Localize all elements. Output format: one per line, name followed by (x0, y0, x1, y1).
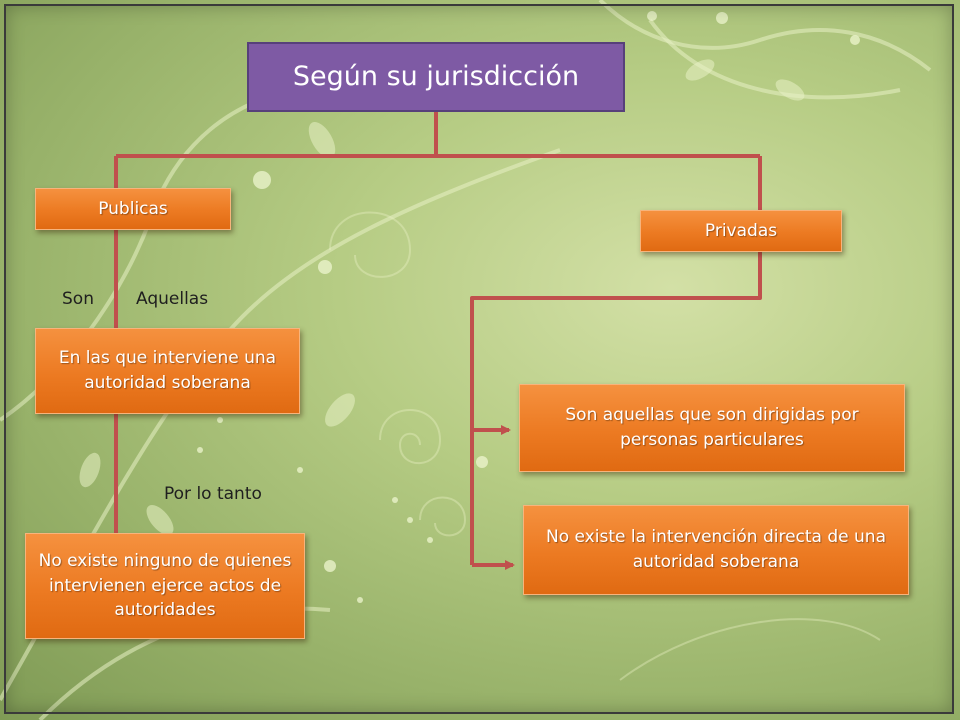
private-consequence-text: No existe la intervención directa de una… (546, 527, 886, 572)
title-text: Según su jurisdicción (292, 61, 580, 93)
public-definition-box: En las que interviene una autoridad sobe… (35, 328, 300, 414)
privadas-label: Privadas (704, 220, 778, 241)
public-consequence-text: No existe ninguno de quienes intervienen… (38, 551, 292, 621)
connector-label-aquellas: Aquellas (136, 289, 209, 309)
public-definition-text: En las que interviene una autoridad sobe… (58, 348, 277, 393)
privadas-box: Privadas (640, 210, 842, 252)
connector-label-son: Son (62, 289, 94, 309)
connector-label-por-lo-tanto: Por lo tanto (164, 484, 262, 504)
private-consequence-box: No existe la intervención directa de una… (523, 505, 909, 595)
private-definition-box: Son aquellas que son dirigidas por perso… (519, 384, 905, 472)
private-definition-text: Son aquellas que son dirigidas por perso… (565, 405, 859, 450)
publicas-box: Publicas (35, 188, 231, 230)
public-consequence-box: No existe ninguno de quienes intervienen… (25, 533, 305, 639)
publicas-label: Publicas (98, 198, 168, 219)
title-box: Según su jurisdicción (247, 42, 625, 112)
